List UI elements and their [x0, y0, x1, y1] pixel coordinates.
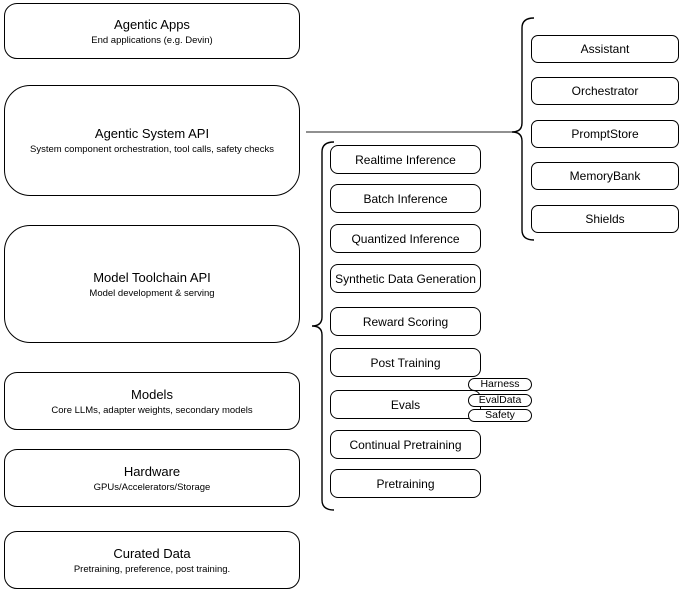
toolchain-item-label: Evals [390, 397, 421, 412]
node-title: Agentic Apps [114, 16, 190, 32]
node-models: Models Core LLMs, adapter weights, secon… [4, 372, 300, 430]
evals-tag-harness: Harness [468, 378, 532, 391]
node-subtitle: End applications (e.g. Devin) [91, 34, 213, 46]
toolchain-item-label: Post Training [370, 355, 441, 370]
system-component-promptstore: PromptStore [531, 120, 679, 148]
toolchain-item-label: Pretraining [376, 476, 435, 491]
toolchain-item-label: Synthetic Data Generation [335, 271, 476, 286]
system-component-label: Orchestrator [571, 84, 639, 98]
node-subtitle: Pretraining, preference, post training. [73, 563, 231, 575]
node-agentic-apps: Agentic Apps End applications (e.g. Devi… [4, 3, 300, 59]
system-component-label: MemoryBank [569, 169, 641, 183]
toolchain-item-post-training: Post Training [330, 348, 481, 377]
system-component-label: Assistant [580, 42, 630, 56]
node-title: Curated Data [113, 545, 191, 561]
node-title: Agentic System API [94, 126, 210, 141]
system-component-label: Shields [585, 212, 625, 226]
node-model-toolchain-api: Model Toolchain API Model development & … [4, 225, 300, 343]
system-component-orchestrator: Orchestrator [531, 77, 679, 105]
system-component-assistant: Assistant [531, 35, 679, 63]
evals-tag-safety: Safety [468, 409, 532, 422]
node-title: Models [131, 386, 173, 402]
toolchain-item-reward-scoring: Reward Scoring [330, 307, 481, 336]
toolchain-item-continual-pretraining: Continual Pretraining [330, 430, 481, 459]
node-title: Model Toolchain API [93, 269, 211, 285]
toolchain-item-quantized-inference: Quantized Inference [330, 224, 481, 253]
node-agentic-system-api: Agentic System API System component orch… [4, 85, 300, 196]
toolchain-item-label: Continual Pretraining [349, 437, 462, 452]
node-subtitle: Model development & serving [89, 287, 215, 299]
toolchain-item-label: Batch Inference [363, 191, 448, 206]
toolchain-item-synthetic-data-generation: Synthetic Data Generation [330, 264, 481, 293]
toolchain-item-label: Realtime Inference [355, 152, 456, 167]
node-curated-data: Curated Data Pretraining, preference, po… [4, 531, 300, 589]
evals-tag-label: Safety [485, 409, 515, 421]
toolchain-item-label: Quantized Inference [351, 231, 460, 246]
node-subtitle: System component orchestration, tool cal… [30, 144, 274, 155]
toolchain-item-pretraining: Pretraining [330, 469, 481, 498]
evals-tag-label: EvalData [478, 394, 522, 406]
evals-tag-label: Harness [480, 378, 520, 390]
node-title: Hardware [123, 463, 181, 479]
toolchain-item-realtime-inference: Realtime Inference [330, 145, 481, 174]
system-component-memorybank: MemoryBank [531, 162, 679, 190]
system-component-label: PromptStore [571, 127, 639, 141]
toolchain-item-batch-inference: Batch Inference [330, 184, 481, 213]
toolchain-item-evals: Evals [330, 390, 481, 419]
evals-tag-evaldata: EvalData [468, 394, 532, 407]
node-hardware: Hardware GPUs/Accelerators/Storage [4, 449, 300, 507]
node-subtitle: Core LLMs, adapter weights, secondary mo… [51, 404, 253, 416]
system-component-shields: Shields [531, 205, 679, 233]
toolchain-item-label: Reward Scoring [362, 314, 449, 329]
node-subtitle: GPUs/Accelerators/Storage [93, 481, 211, 493]
